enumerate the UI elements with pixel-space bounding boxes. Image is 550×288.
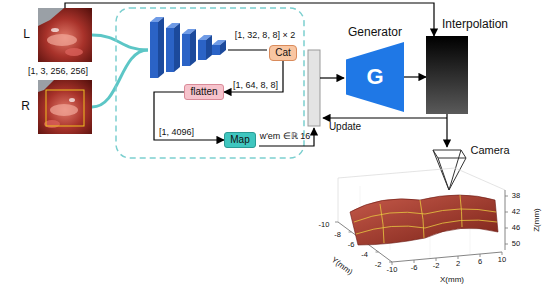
encoder-block [220,40,226,55]
interpolation-block: Interpolation [426,36,468,114]
stereo-image: L [38,8,92,62]
encoder-block [212,45,220,55]
box-label: Cat [275,47,291,59]
tensor-shape: [1, 32, 8, 8] × 2 [235,30,295,40]
generator-shape [346,42,404,112]
axis-tick-label: 6 [478,258,482,267]
encoder-network [150,17,226,78]
axis-tick [505,196,508,244]
encoder-block [150,22,158,78]
input-bracket [92,35,148,50]
box-label: Map [230,134,249,146]
encoder-block [198,40,206,60]
connector [224,61,283,92]
tissue-highlight [47,34,77,46]
input-bracket [92,50,148,107]
axis-tick-label: 42 [512,208,520,217]
axis-title: Y(mm) [330,255,355,277]
operation-box: Map [224,132,256,148]
block-heading: Generator [348,26,402,40]
tissue-highlight [50,104,78,116]
encoder-block [182,34,190,66]
encoder-block [174,23,180,72]
axis-title: Z(mm) [532,208,541,232]
tensor-shape: [1, 3, 256, 256] [28,66,88,76]
camera-symbol [433,150,466,190]
camera-label: Camera [470,144,509,157]
block-heading: L [23,28,30,42]
feature-line [228,49,267,50]
axis-line [505,190,506,250]
tensor-shape: [1, 64, 8, 8] [232,80,279,90]
encoder-block [206,35,212,60]
update-arrow [323,117,447,118]
operation-box: Cat [269,45,297,61]
instrument [38,8,64,26]
encoder-block [158,17,164,78]
latent-arrow [320,77,344,78]
axis-tick-label: 50 [512,240,520,249]
box-label: flatten [190,86,217,98]
stereo-image: R [38,80,92,134]
update-label: Update [329,121,361,133]
axis-title: X(mm) [440,275,464,284]
axis-tick-label: 2 [456,260,460,269]
block-heading: Interpolation [442,18,508,32]
endoscope-image [38,8,92,62]
axis-tick-label: -6 [348,241,355,250]
axis-tick-label: -8 [334,231,341,240]
block-heading: R [21,100,30,114]
output-arrow [446,114,447,147]
endoscope-image [38,80,92,134]
axis-tick-label: -6 [411,264,418,273]
specular-spot [69,98,75,102]
encoder-block [190,29,196,66]
axis-tick [392,252,502,265]
latent-arrow [259,128,314,146]
crop-box [46,90,84,126]
block-symbol: G [366,64,383,89]
axis-tick-label: 46 [512,224,520,233]
axis-tick-label: 10 [498,256,506,265]
surface-grid [354,209,497,234]
generator-block: GeneratorG [346,42,404,112]
axis-tick-label: -10 [387,266,398,275]
axis-line [392,252,502,262]
operation-box: flatten [184,84,224,100]
connector [404,76,426,77]
surface-plot [335,168,508,265]
axis-tick-label: -2 [375,261,382,270]
axis-tick-label: -2 [433,262,440,271]
tissue-highlight [65,48,83,56]
latent-vector: w'em ∈ℝ 16 [260,131,311,141]
axis-tick-label: -10 [319,221,330,230]
tensor-shape: [1, 4096] [158,127,195,137]
tissue-surface [350,195,498,245]
axis-tick-label: 38 [512,192,520,201]
encoder-block [166,28,174,72]
latent-bar [308,50,320,126]
axis-tick-label: -4 [361,251,368,260]
camera-symbol [433,150,466,190]
surface-grid [380,195,462,243]
specular-spot [51,28,59,32]
